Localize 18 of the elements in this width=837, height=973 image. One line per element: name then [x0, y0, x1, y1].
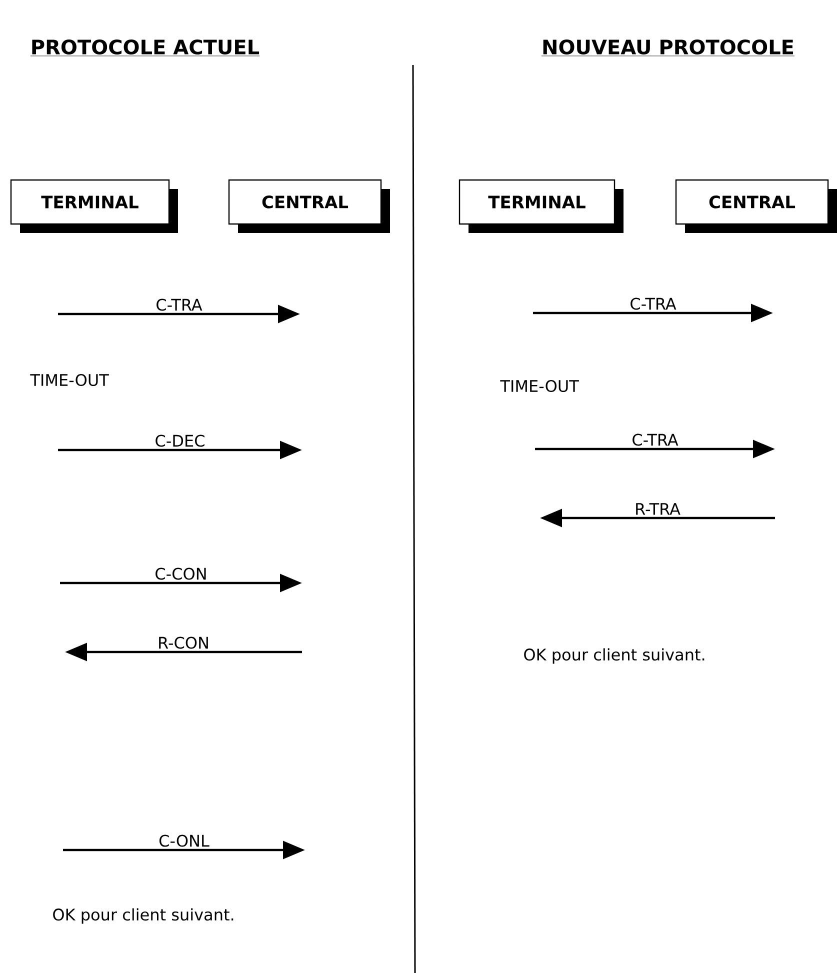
note: TIME-OUT	[30, 374, 109, 386]
message-label: R-TRA	[636, 503, 680, 515]
box: TERMINAL	[10, 179, 178, 233]
message-label: C-DEC	[156, 434, 204, 447]
message-label: C-TRA	[156, 298, 202, 311]
heading: PROTOCOLE ACTUEL	[30, 39, 260, 56]
heading: NOUVEAU PROTOCOLE	[541, 39, 795, 56]
note: TIME-OUT	[500, 380, 579, 392]
message-label: C-CON	[156, 568, 206, 580]
message-label: C-TRA	[632, 434, 678, 446]
box: TERMINAL	[458, 179, 624, 233]
note: OK pour client suivant.	[524, 648, 704, 664]
message-label: C-ONL	[159, 834, 210, 847]
box: CENTRAL	[675, 179, 837, 233]
box: CENTRAL	[228, 179, 390, 233]
message-label: R-CON	[159, 636, 208, 649]
message-label: C-TRA	[630, 298, 676, 310]
note: OK pour client suivant.	[53, 908, 234, 924]
